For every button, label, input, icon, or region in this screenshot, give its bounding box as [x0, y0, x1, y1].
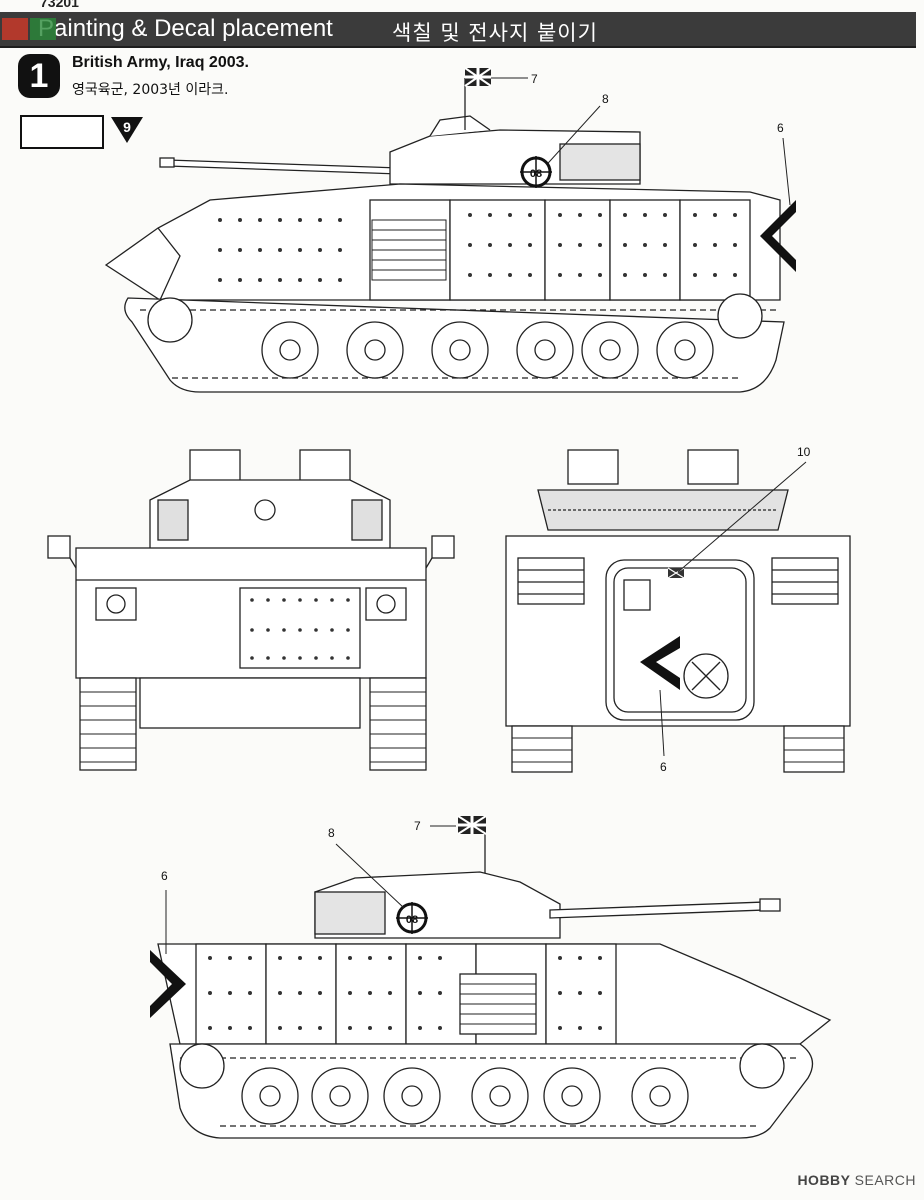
callout-chevron-left: 6 [161, 869, 168, 883]
page-code: 73201 [40, 0, 79, 10]
scheme-title: British Army, Iraq 2003. [72, 54, 249, 71]
callout-flag-side: 7 [531, 72, 538, 86]
side-view-left: 08 [140, 808, 840, 1148]
site-logo-watermark [2, 18, 56, 40]
vehicle-number-roundel-left: 08 [406, 914, 418, 926]
side-view-right: 08 [100, 60, 800, 420]
front-view [40, 440, 460, 780]
step-ref-number: 9 [123, 119, 131, 135]
callout-chevron-rear: 6 [660, 760, 667, 774]
scheme-number-badge: 1 [18, 54, 60, 98]
page-title: Painting & Decal placement [38, 15, 333, 42]
union-flag-decal [464, 67, 492, 87]
callout-flag-left: 7 [414, 819, 421, 833]
page-title-korean: 색칠 및 전사지 붙이기 [392, 21, 598, 45]
footer-credit-main: HOBBY [797, 1172, 851, 1188]
step-marker: 9 [110, 116, 144, 144]
callout-roundel-left: 8 [328, 826, 335, 840]
footer-credit: HOBBY SEARCH [797, 1172, 916, 1188]
vehicle-number-roundel: 08 [530, 168, 542, 180]
paint-color-swatch-box [20, 115, 104, 149]
rear-view [488, 440, 868, 780]
callout-chevron-side: 6 [777, 121, 784, 135]
header-bar: Painting & Decal placement 색칠 및 전사지 붙이기 [0, 12, 916, 48]
callout-flag-rear: 10 [797, 445, 811, 459]
callout-roundel-side: 8 [602, 92, 609, 106]
footer-credit-sub: SEARCH [854, 1172, 916, 1188]
scheme-subtitle-korean: 영국육군, 2003년 이라크. [72, 82, 229, 98]
